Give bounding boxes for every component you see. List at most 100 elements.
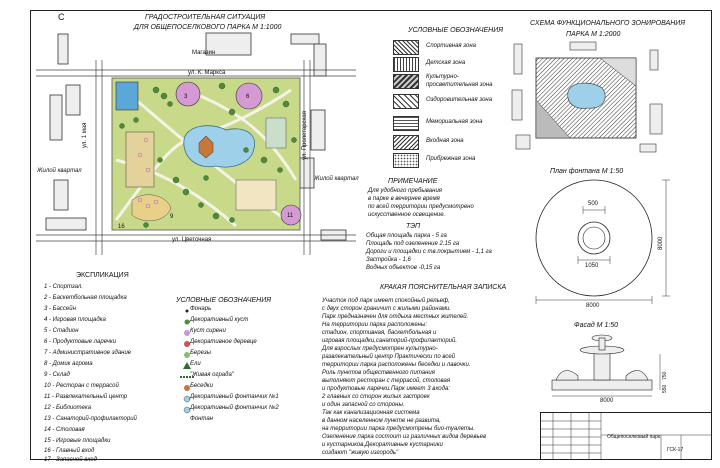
note-title: ПРИМЕЧАНИЕ	[388, 178, 438, 185]
symbols-title: УСЛОВНЫЕ ОБОЗНАЧЕНИЯ	[176, 297, 271, 304]
explanatory-line: территории парка расположены беседки и л…	[322, 362, 471, 368]
sport-zone-swatch	[393, 40, 419, 55]
explication-item: 15 - Игровые площадки	[44, 438, 111, 444]
drawing-frame	[30, 10, 712, 460]
street-left-label: ул. 1 мая	[82, 122, 88, 148]
facade-dim-bottom: 8000	[600, 398, 614, 404]
explanatory-line: игровая площадки,санаторий-профилакторий…	[322, 338, 458, 344]
symbol-label: Декоративный фонтанчик №2	[190, 405, 279, 411]
symbol-label: Куст сирени	[190, 328, 226, 334]
site-plan-drawing	[36, 32, 356, 255]
symbol-label: Фонарь	[190, 306, 212, 312]
facade-dim-h2: 550	[662, 384, 668, 393]
fountain-plan-title: План фонтана М 1:50	[550, 168, 624, 175]
explication-item: 8 - Домик агрома	[44, 361, 93, 367]
plan-number: 11	[287, 213, 294, 219]
fountain-dim-bottom: 8000	[586, 303, 600, 309]
kids-zone-swatch	[393, 57, 419, 72]
zones-legend-title: УСЛОВНЫЕ ОБОЗНАЧЕНИЯ	[408, 27, 503, 34]
stamp-title: Общепоселковый парк	[607, 434, 661, 440]
explanatory-line: 2 главных со сторон жилых застроек	[322, 394, 430, 400]
explanatory-line: стадион, спортивная, баскетбольная и	[322, 330, 437, 336]
explication-title: ЭКСПЛИКАЦИЯ	[76, 272, 129, 279]
note-line: в парке в вечернее время	[368, 196, 440, 202]
note-line: Для удобного пребывания	[368, 188, 442, 194]
symbol-label: Ели	[190, 361, 201, 367]
fountain-dim-top: 500	[588, 201, 599, 207]
explanatory-line: на территории парка предусмотрены био-ту…	[322, 426, 475, 432]
street-right-label: ул. Пролетарская	[302, 111, 308, 160]
shop-label: Магазин	[192, 50, 216, 56]
explanatory-line: и кустарников.Декоративные кустарники	[322, 442, 443, 448]
housing-left-label: Жилой квартал	[37, 168, 82, 174]
memorial-zone-swatch	[393, 116, 419, 131]
explanatory-line: и один запасной со стороны.	[322, 402, 405, 408]
street-bottom-label: ул. Цветочная	[172, 237, 212, 243]
pool	[115, 81, 139, 111]
explication-item: 11 - Развлекательный центр	[44, 394, 128, 400]
explanatory-line: выполняют ресторан с террасой, столовая	[322, 378, 451, 384]
symbols-icons	[180, 309, 194, 414]
plan-number: 6	[246, 94, 250, 100]
note-line: искусственное освещение.	[368, 212, 446, 218]
explication-item: 6 - Продуктовые ларечки	[44, 339, 116, 345]
facade-dim-h1: 750	[662, 371, 668, 380]
explanatory-line: Роль пунктов общественного питания	[322, 370, 435, 376]
birch-icon	[184, 352, 190, 358]
zoning-scheme-drawing	[511, 41, 663, 153]
explication-item: 10 - Ресторан с террасой	[44, 383, 119, 389]
stamp-code: ГСК-17	[667, 447, 684, 453]
title-block-grid	[541, 413, 711, 459]
explanatory-line: Озеленение парка состоит из различных ви…	[322, 434, 487, 440]
plan-number: 3	[184, 94, 188, 100]
symbol-label: Декоративное деревце	[190, 339, 257, 345]
spruce-icon	[183, 362, 191, 369]
explanatory-line: с двух сторон граничит с жилыми районами…	[322, 306, 452, 312]
symbol-label: Декоративный фонтанчик №1	[190, 394, 279, 400]
shop-building	[205, 32, 252, 56]
fountain-small-icon	[183, 395, 191, 403]
housing-right-label: Жилой квартал	[314, 176, 359, 182]
zoning-title: СХЕМА ФУНКЦИОНАЛЬНОГО ЗОНИРОВАНИЯ	[530, 20, 686, 27]
plan-number: 16	[118, 224, 125, 230]
fountain-facade-title: Фасад М 1:50	[574, 322, 619, 329]
title-block: Общепоселковый парк ГСК-17	[540, 412, 711, 459]
explanatory-line: Парк предназначен для отдыха местных жит…	[322, 314, 469, 320]
fountain-plan-drawing	[535, 179, 670, 304]
symbol-label: "Живая ограда"	[190, 372, 234, 378]
explication-item: 13 - Санаторий-профилакторий	[44, 416, 137, 422]
gazebo-icon	[184, 385, 190, 391]
fountain-dim-mid: 1050	[585, 263, 599, 269]
fountain-small-2-icon	[183, 406, 191, 414]
explication-item: 7 - Административное здание	[44, 350, 132, 356]
symbol-label: Березы	[190, 350, 212, 356]
explanatory-line: в данном населенном пункте не развита,	[322, 418, 441, 424]
tep-line: Дороги и площадки с тв.покрытием - 1,1 г…	[366, 249, 492, 255]
culture-zone-swatch	[393, 74, 419, 89]
site-plan-subtitle: ДЛЯ ОБЩЕПОСЕЛКОВОГО ПАРКА М 1:1000	[134, 24, 282, 31]
decorative-tree-icon	[184, 341, 190, 347]
explication-item: 5 - Стадион	[44, 328, 79, 334]
building	[57, 33, 69, 65]
explanatory-title: КРАКАЯ ПОЯСНИТЕЛЬНАЯ ЗАПИСКА	[380, 284, 507, 291]
note-line: по всей территории предусмотрено	[368, 204, 474, 210]
lilac-icon	[184, 330, 190, 336]
tep-title: ТЭП	[406, 223, 421, 230]
explication-item: 9 - Склад	[44, 372, 70, 378]
explanatory-line: На территории парка расположены:	[322, 322, 428, 328]
entrance-zone-swatch	[393, 135, 419, 150]
health-zone-swatch	[393, 94, 419, 109]
plan-number: 9	[170, 214, 174, 220]
explication-item: 12 - Библиотека	[44, 405, 92, 411]
explication-item: 2 - Баскетбольная площадка	[44, 295, 127, 301]
tep-line: Застройка - 1,6	[366, 257, 411, 263]
street-top-label: ул. К. Маркса	[188, 70, 226, 76]
fountain-facade-drawing	[551, 334, 661, 397]
explanatory-line: и продуктовые ларечки.Парк имеет 3 входа…	[322, 386, 450, 392]
zoning-subtitle: ПАРКА М 1:2000	[566, 31, 621, 38]
shore-zone-swatch	[393, 153, 419, 168]
lamp-icon	[185, 309, 189, 313]
symbol-label: Декоративный куст	[190, 317, 249, 323]
explication-item: 4 - Игровая площадка	[44, 317, 106, 323]
